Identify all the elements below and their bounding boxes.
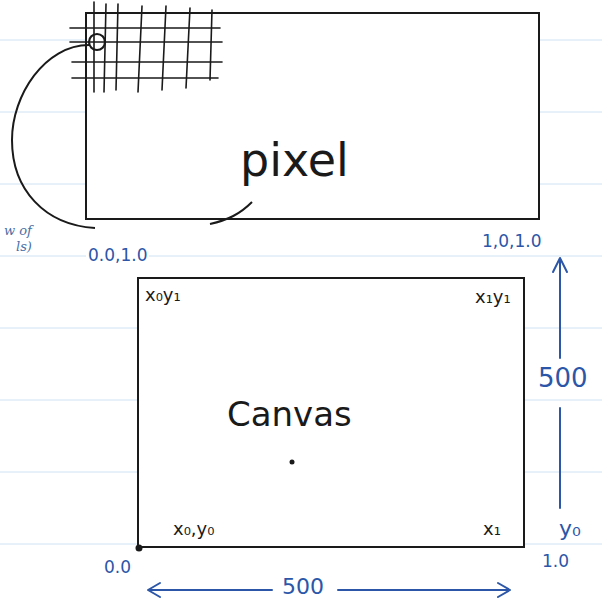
axis-label: y₀ (557, 516, 583, 541)
pixel-circle (89, 34, 105, 50)
canvas-title: Canvas (227, 395, 352, 434)
margin-fragment: ls) (14, 240, 34, 255)
zoom-loop (12, 45, 95, 228)
corner-label: x₀,y₀ (173, 519, 214, 540)
corner-label: x₁y₁ (475, 287, 511, 308)
corner-label: x₁ (483, 519, 501, 540)
pixel-frame: pixel (85, 12, 540, 220)
canvas-rect: x₀y₁ x₁y₁ Canvas x₀,y₀ x₁ (137, 277, 525, 548)
frame-ground (85, 12, 540, 220)
corner-label: x₀y₁ (145, 285, 181, 306)
margin-fragment: w of (2, 224, 34, 239)
center-dot (290, 460, 295, 465)
pixel-label: pixel (240, 134, 349, 187)
dimension-label: 500 (536, 364, 590, 394)
coordinate-label: 0.0,1.0 (86, 246, 149, 266)
canvas-ground (137, 277, 525, 548)
pixel-grid (70, 2, 222, 92)
coordinate-label: 0.0 (102, 558, 133, 578)
dimension-label: 500 (280, 574, 326, 599)
coordinate-label: 1.0 (540, 552, 571, 572)
pixel-leader (210, 202, 252, 224)
coordinate-label: 1,0,1.0 (480, 232, 543, 252)
